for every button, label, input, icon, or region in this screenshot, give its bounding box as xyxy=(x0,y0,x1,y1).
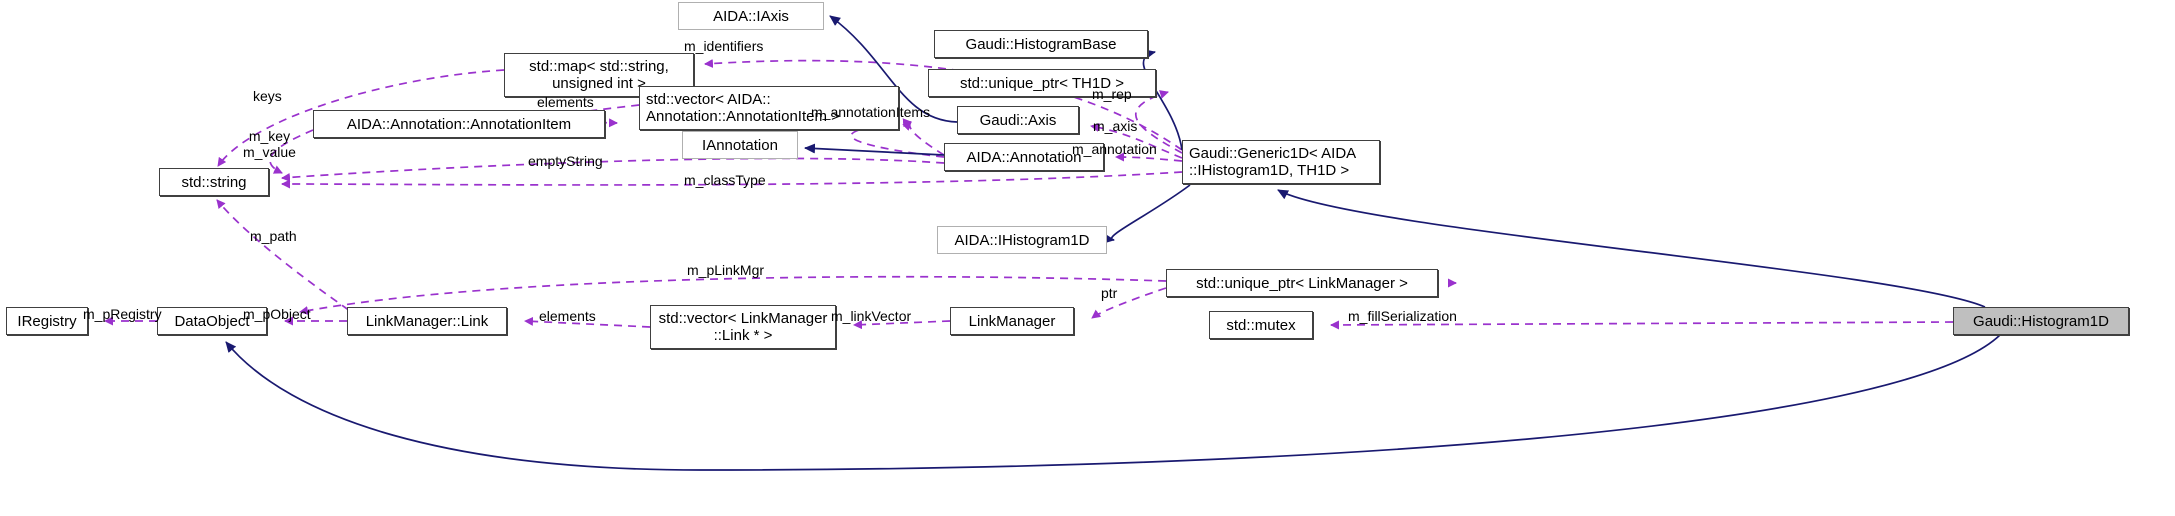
edge-inherit-generic1d-ihist1d xyxy=(1103,184,1191,244)
edge-inherit-generic1d-histbase xyxy=(1142,49,1183,151)
edge-elements-annotationitem2 xyxy=(617,104,639,124)
edge-label-elements-annotationitem: elements xyxy=(537,94,594,110)
edge-inherit-hist1d-dataobject xyxy=(225,334,2001,471)
node-gaudi-histogrambase[interactable]: Gaudi::HistogramBase xyxy=(934,30,1148,58)
node-gaudi-axis[interactable]: Gaudi::Axis xyxy=(957,106,1079,134)
edge-label-m-classtype: m_classType xyxy=(684,172,766,188)
edge-label-m-axis: m_axis xyxy=(1093,118,1138,134)
node-gaudi-histogram1d[interactable]: Gaudi::Histogram1D xyxy=(1953,307,2129,335)
edge-label-m-rep: m_rep xyxy=(1092,86,1132,102)
node-std-unique-ptr-th1d[interactable]: std::unique_ptr< TH1D > xyxy=(928,69,1156,97)
edge-m-annotation xyxy=(1115,152,1183,162)
edge-label-m-plinkmgr: m_pLinkMgr xyxy=(687,262,765,278)
usage-edges xyxy=(104,59,1954,330)
edge-inherit-annotation-iannotation xyxy=(804,143,945,156)
edge-label-m-fillserialization: m_fillSerialization xyxy=(1348,308,1457,324)
node-gaudi-generic1d[interactable]: Gaudi::Generic1D< AIDA ::IHistogram1D, T… xyxy=(1182,140,1380,184)
node-std-mutex[interactable]: std::mutex xyxy=(1209,311,1313,339)
edge-label-keys: keys xyxy=(253,88,282,104)
node-aida-iaxis[interactable]: AIDA::IAxis xyxy=(678,2,824,30)
node-std-vector-linkmanager-link[interactable]: std::vector< LinkManager ::Link * > xyxy=(650,305,836,349)
edge-m-annotationitems xyxy=(902,121,945,156)
node-std-unique-ptr-linkmanager[interactable]: std::unique_ptr< LinkManager > xyxy=(1166,269,1438,297)
node-linkmanager-link[interactable]: LinkManager::Link xyxy=(347,307,507,335)
node-aida-ihistogram1d[interactable]: AIDA::IHistogram1D xyxy=(937,226,1107,254)
node-std-string[interactable]: std::string xyxy=(159,168,269,196)
node-linkmanager[interactable]: LinkManager xyxy=(950,307,1074,335)
edge-label-ptr: ptr xyxy=(1101,285,1118,301)
node-dataobject[interactable]: DataObject xyxy=(157,307,267,335)
edge-label-m-annotation: m_annotation xyxy=(1072,141,1157,157)
edge-label-m-pregistry: m_pRegistry xyxy=(83,306,162,322)
edge-label-m-annotationitems: m_annotationItems xyxy=(811,104,931,120)
edge-label-elements-link: elements xyxy=(539,308,596,324)
edge-label-m-path: m_path xyxy=(250,228,297,244)
edge-label-m-pobject: m_pObject xyxy=(243,306,311,322)
edge-label-m-linkvector: m_linkVector xyxy=(831,308,912,324)
node-std-vector-annotationitem[interactable]: std::vector< AIDA:: Annotation::Annotati… xyxy=(639,86,899,130)
node-iregistry[interactable]: IRegistry xyxy=(6,307,88,335)
edge-label-m-key-m-value: m_key m_value xyxy=(243,128,296,160)
node-aida-annotation[interactable]: AIDA::Annotation xyxy=(944,143,1104,171)
edge-m-path xyxy=(216,199,361,319)
node-aida-annotation-annotationitem[interactable]: AIDA::Annotation::AnnotationItem xyxy=(313,110,605,138)
edge-emptystring xyxy=(281,157,945,182)
edge-label-m-identifiers: m_identifiers xyxy=(684,38,764,54)
edge-label-emptystring: emptyString xyxy=(528,153,603,169)
node-iannotation[interactable]: IAnnotation xyxy=(682,131,798,159)
